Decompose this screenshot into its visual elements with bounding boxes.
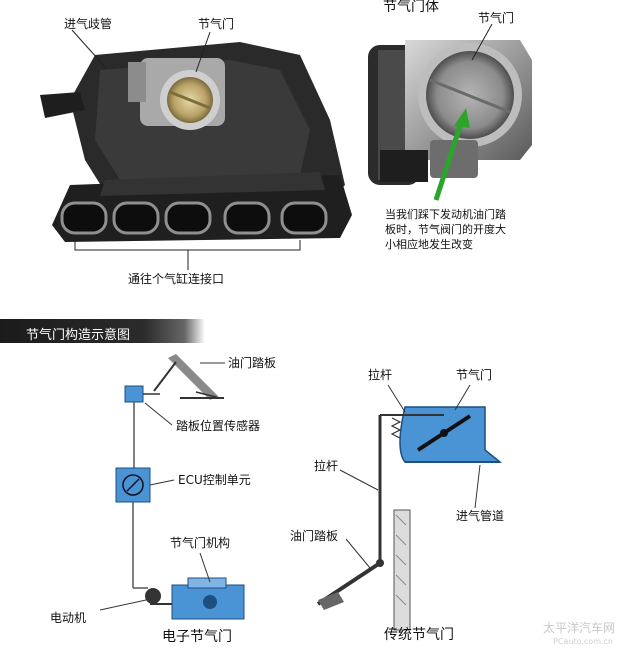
green-arrow-shaft xyxy=(433,119,465,201)
pedal-shape xyxy=(168,354,218,400)
intake-duct xyxy=(399,406,503,463)
ports-bracket xyxy=(74,240,301,251)
trad-pedal-label: 油门踏板 xyxy=(290,529,339,543)
pedal-label: 油门踏板 xyxy=(228,356,277,370)
leader-throttle-right xyxy=(471,23,493,61)
watermark-sub: PCauto.com.cn xyxy=(553,637,613,646)
ecu-label: ECU控制单元 xyxy=(178,473,251,487)
leader-manifold xyxy=(71,29,107,69)
electronic-system xyxy=(99,354,245,620)
cylinder-label: 通往个气缸连接口 xyxy=(128,272,225,286)
motor-shape xyxy=(145,588,161,604)
rod-label-top: 拉杆 xyxy=(368,368,393,382)
intake-label: 进气管道 xyxy=(456,509,505,523)
motor-label: 电动机 xyxy=(50,611,87,625)
pedal-sensor-box xyxy=(124,385,144,403)
section-title: 节气门构造示意图 xyxy=(26,328,131,343)
spring xyxy=(390,417,402,439)
throttle-note: 当我们踩下发动机油门踏板时，节气阀门的开度大小相应地发生改变 xyxy=(385,208,506,251)
mechanism-label: 节气门机构 xyxy=(170,536,231,550)
throttle-body xyxy=(368,40,532,185)
throttle-label-left: 节气门 xyxy=(198,17,235,31)
watermark-main: 太平洋汽车网 xyxy=(542,621,615,635)
intake-manifold xyxy=(40,42,352,242)
manifold-label: 进气歧管 xyxy=(64,17,113,31)
sensor-label: 踏板位置传感器 xyxy=(176,419,261,433)
manifold-ports xyxy=(60,201,328,235)
mechanism-box xyxy=(171,584,245,620)
leader-throttle-left xyxy=(195,31,211,73)
traditional-system xyxy=(316,384,503,631)
trad-throttle-label: 节气门 xyxy=(456,368,493,382)
section-banner: 节气门构造示意图 xyxy=(0,319,205,343)
throttle-label-right: 节气门 xyxy=(478,11,515,25)
green-arrow-head xyxy=(454,108,470,128)
electronic-caption: 电子节气门 xyxy=(162,629,232,645)
rod-label-mid: 拉杆 xyxy=(314,459,339,473)
traditional-caption: 传统节气门 xyxy=(384,627,454,643)
throttle-body-label: 节气门体 xyxy=(383,0,439,15)
